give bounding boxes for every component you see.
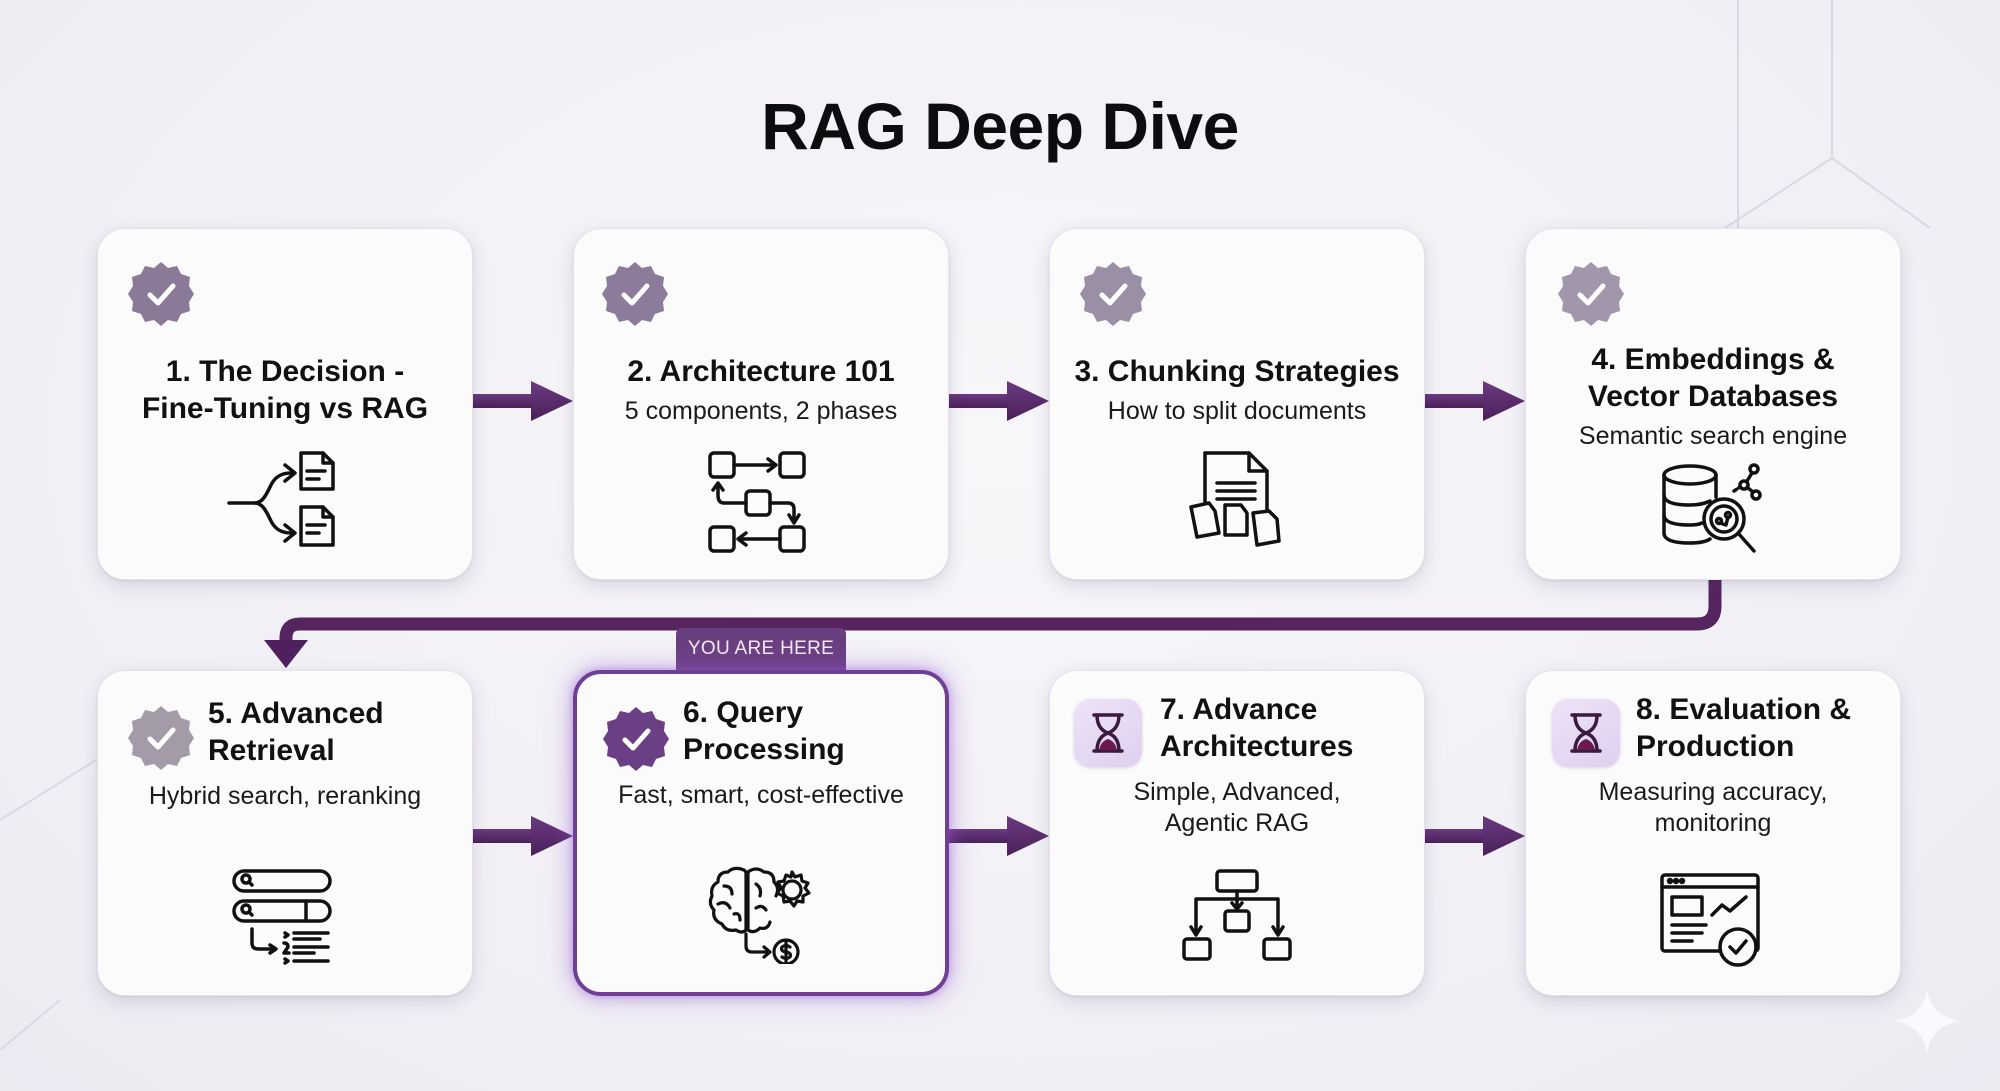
step-subtitle-line1: Simple, Advanced, bbox=[1133, 778, 1341, 806]
step-title-line1: 5. Advanced bbox=[208, 697, 384, 730]
step-title-line2: Architectures bbox=[1160, 730, 1354, 763]
step-card-1[interactable]: 1. The Decision - Fine-Tuning vs RAG bbox=[97, 228, 473, 580]
step-title-line2: Retrieval bbox=[208, 734, 335, 767]
flow-boxes-icon bbox=[706, 447, 816, 557]
step-title-line1: 7. Advance bbox=[1160, 693, 1318, 726]
check-badge-icon bbox=[601, 704, 671, 774]
step-card-6[interactable]: 6. Query Processing Fast, smart, cost-ef… bbox=[573, 670, 949, 996]
step-title-line1: 6. Query bbox=[683, 696, 804, 729]
step-subtitle: Measuring accuracy, monitoring bbox=[1526, 777, 1900, 839]
step-card-4[interactable]: 4. Embeddings & Vector Databases Semanti… bbox=[1525, 228, 1901, 580]
step-subtitle-line1: Measuring accuracy, bbox=[1598, 778, 1828, 806]
split-document-icon bbox=[1187, 449, 1287, 559]
hourglass-icon bbox=[1552, 699, 1620, 767]
step-title-line1: 1. The Decision - bbox=[165, 355, 405, 388]
step-subtitle: How to split documents bbox=[1107, 397, 1367, 425]
step-card-7[interactable]: 7. Advance Architectures Simple, Advance… bbox=[1049, 670, 1425, 996]
arrow-5-6 bbox=[473, 816, 573, 856]
step-title-line2: Processing bbox=[683, 733, 845, 766]
arrow-1-2 bbox=[473, 381, 573, 421]
step-title: 6. Query Processing bbox=[683, 694, 845, 768]
step-title: 5. Advanced Retrieval bbox=[208, 695, 384, 769]
hourglass-icon bbox=[1074, 699, 1142, 767]
decision-fork-documents-icon bbox=[225, 449, 345, 549]
step-title-line2: Fine-Tuning vs RAG bbox=[141, 392, 429, 425]
check-badge-icon bbox=[126, 259, 196, 329]
step-title: 8. Evaluation & Production bbox=[1636, 691, 1851, 765]
arrow-7-8 bbox=[1425, 816, 1525, 856]
step-subtitle-line2: Agentic RAG bbox=[1164, 809, 1310, 837]
step-title-line2: Vector Databases bbox=[1587, 380, 1839, 413]
step-subtitle: Simple, Advanced, Agentic RAG bbox=[1050, 777, 1424, 839]
brain-gear-cost-icon bbox=[706, 864, 816, 964]
step-title: 3. Chunking Strategies bbox=[1074, 355, 1400, 388]
dashboard-check-icon bbox=[1658, 871, 1768, 971]
step-title: 1. The Decision - Fine-Tuning vs RAG bbox=[98, 353, 472, 427]
hierarchy-icon bbox=[1182, 867, 1292, 967]
step-card-5[interactable]: 5. Advanced Retrieval Hybrid search, rer… bbox=[97, 670, 473, 996]
step-title-line1: 8. Evaluation & bbox=[1636, 693, 1852, 726]
step-title: 2. Architecture 101 bbox=[627, 355, 895, 388]
check-badge-icon bbox=[600, 259, 670, 329]
check-badge-icon bbox=[1556, 259, 1626, 329]
arrow-4-5-head bbox=[264, 640, 308, 668]
check-badge-icon bbox=[1078, 259, 1148, 329]
step-title: 4. Embeddings & Vector Databases bbox=[1526, 341, 1900, 415]
step-subtitle: 5 components, 2 phases bbox=[624, 397, 898, 425]
arrow-6-7 bbox=[949, 816, 1049, 856]
arrow-2-3 bbox=[949, 381, 1049, 421]
step-title-line1: 4. Embeddings & bbox=[1591, 343, 1835, 376]
database-search-icon bbox=[1658, 463, 1768, 563]
step-card-2[interactable]: 2. Architecture 101 5 components, 2 phas… bbox=[573, 228, 949, 580]
step-subtitle: Semantic search engine bbox=[1578, 422, 1848, 450]
step-card-8[interactable]: 8. Evaluation & Production Measuring acc… bbox=[1525, 670, 1901, 996]
arrow-4-5 bbox=[279, 580, 1722, 646]
arrow-3-4 bbox=[1425, 381, 1525, 421]
sparkle-icon bbox=[1894, 988, 1960, 1054]
step-title-line2: Production bbox=[1636, 730, 1795, 763]
step-title: 7. Advance Architectures bbox=[1160, 691, 1353, 765]
you-are-here-tag: YOU ARE HERE bbox=[676, 628, 846, 670]
step-subtitle: Fast, smart, cost-effective bbox=[618, 781, 904, 809]
step-card-3[interactable]: 3. Chunking Strategies How to split docu… bbox=[1049, 228, 1425, 580]
step-subtitle: Hybrid search, reranking bbox=[148, 782, 422, 810]
step-subtitle-line2: monitoring bbox=[1654, 809, 1772, 837]
search-rerank-icon bbox=[230, 867, 340, 967]
check-badge-icon bbox=[126, 703, 196, 773]
page-title: RAG Deep Dive bbox=[761, 89, 1239, 163]
